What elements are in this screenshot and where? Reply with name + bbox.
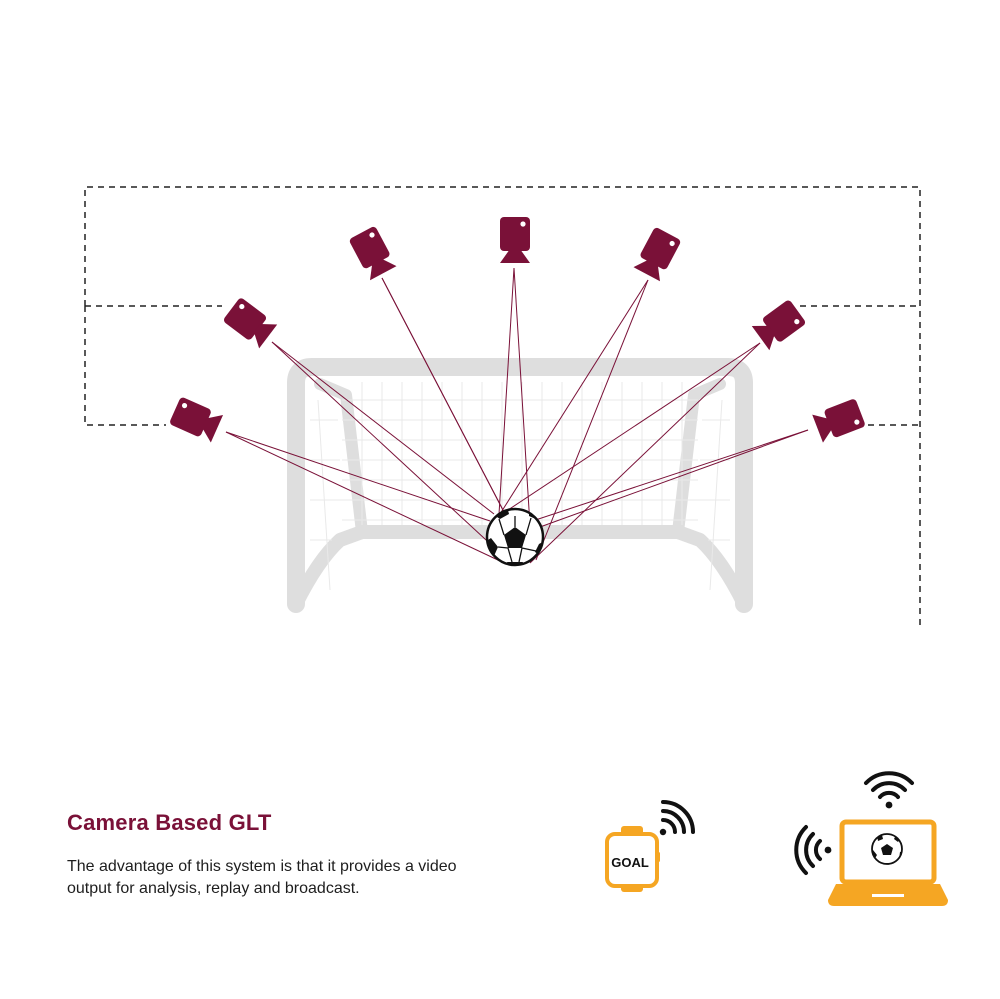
laptop-icon [828,819,948,906]
watch-goal-label: GOAL [611,855,649,870]
wifi-signal-icon [864,771,914,809]
camera-cabling [84,186,921,628]
video-camera-icon [633,226,682,282]
smartwatch-icon: GOAL [605,826,660,892]
caption-description: The advantage of this system is that it … [67,858,457,897]
caption-title: Camera Based GLT [67,810,272,835]
wifi-signal-icon [659,800,695,836]
video-camera-icon [500,217,530,263]
video-camera-icon [348,225,397,281]
video-camera-icon [751,298,807,351]
soccer-ball-icon [871,833,903,865]
video-camera-icon [222,296,278,349]
camera-sightlines [225,267,809,565]
soccer-ball-icon [485,507,545,567]
goal-frame [287,358,753,613]
wifi-signal-icon [794,825,832,875]
video-camera-icon [168,396,224,443]
video-camera-icon [812,398,866,443]
